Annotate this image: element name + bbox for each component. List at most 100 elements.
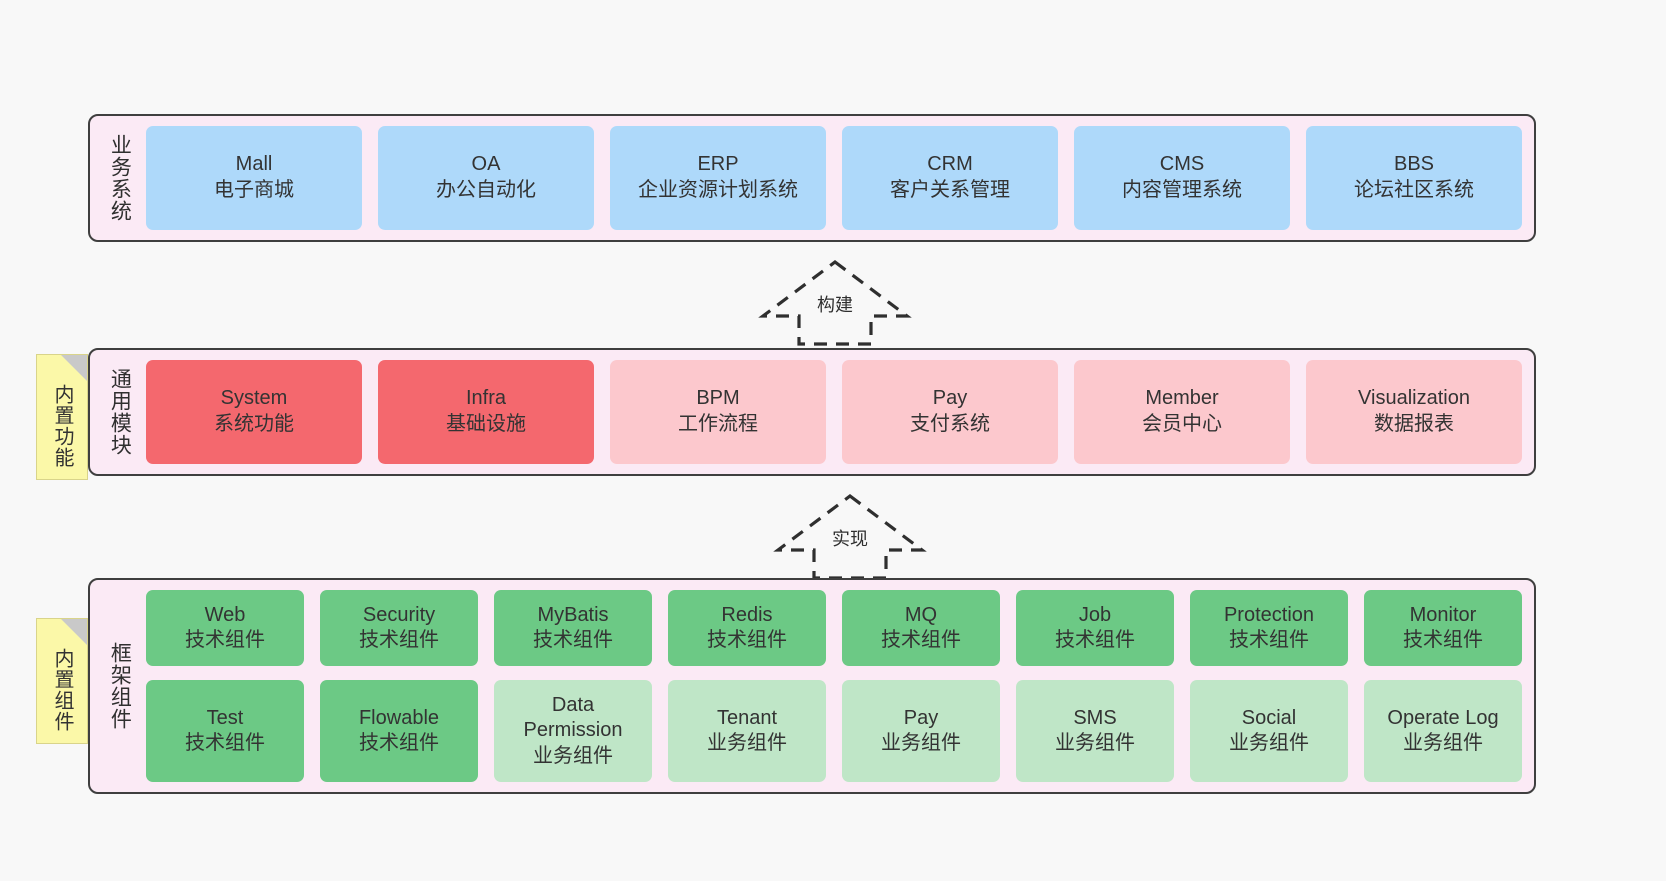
module-card-cms[interactable]: CMS 内容管理系统 [1074,126,1290,230]
component-type: 业务组件 [1055,732,1135,755]
module-name: BPM [696,387,740,410]
component-type: 业务组件 [533,744,613,767]
component-type: 技术组件 [881,629,961,652]
module-name: CMS [1159,153,1205,176]
dashed-up-arrow-icon [773,494,927,580]
component-name: Pay [903,706,939,729]
module-card-mall[interactable]: Mall 电子商城 [146,126,362,230]
sticky-note-label: 内置组件 [51,648,73,732]
module-desc: 工作流程 [678,413,758,435]
module-card-system[interactable]: System 系统功能 [146,360,362,464]
module-name: Mall [235,153,273,176]
component-card-web[interactable]: Web 技术组件 [146,590,304,667]
component-card-social[interactable]: Social 业务组件 [1190,680,1348,782]
component-name: Web [204,603,246,626]
module-desc: 论坛社区系统 [1354,179,1474,201]
module-name: Pay [932,387,968,410]
module-card-erp[interactable]: ERP 企业资源计划系统 [610,126,826,230]
module-desc: 客户关系管理 [890,179,1010,201]
layer-cells-business-system: Mall 电子商城 OA 办公自动化 ERP 企业资源计划系统 CRM 客户关系… [146,126,1522,230]
module-desc: 系统功能 [214,413,294,435]
component-type: 技术组件 [185,629,265,652]
component-type: 业务组件 [881,732,961,755]
component-card-data-permission[interactable]: Data Permission 业务组件 [494,680,652,782]
module-card-member[interactable]: Member 会员中心 [1074,360,1290,464]
layer-business-system: 业务系统 Mall 电子商城 OA 办公自动化 ERP 企业资源计划系统 CRM… [88,114,1536,242]
connector-implement-label: 实现 [832,529,868,549]
component-name: Redis [721,603,773,626]
module-name: BBS [1393,153,1435,176]
component-card-mq[interactable]: MQ 技术组件 [842,590,1000,667]
component-name: MyBatis [537,603,609,626]
layer-cells-common-module: System 系统功能 Infra 基础设施 BPM 工作流程 Pay 支付系统… [146,360,1522,464]
module-desc: 基础设施 [446,413,526,435]
layer-title-framework-component: 框架组件 [108,642,132,730]
component-name: Monitor [1409,603,1477,626]
module-name: ERP [697,153,739,176]
sticky-fold-corner-icon [61,619,87,645]
cell-row: Mall 电子商城 OA 办公自动化 ERP 企业资源计划系统 CRM 客户关系… [146,126,1522,230]
module-name: CRM [927,153,973,176]
module-card-crm[interactable]: CRM 客户关系管理 [842,126,1058,230]
component-type: 技术组件 [185,732,265,755]
module-card-oa[interactable]: OA 办公自动化 [378,126,594,230]
component-type: 技术组件 [1229,629,1309,652]
component-card-job[interactable]: Job 技术组件 [1016,590,1174,667]
module-desc: 会员中心 [1142,413,1222,435]
component-card-mybatis[interactable]: MyBatis 技术组件 [494,590,652,667]
component-card-sms[interactable]: SMS 业务组件 [1016,680,1174,782]
sticky-note-builtin-components: 内置组件 [36,618,88,744]
component-card-operate-log[interactable]: Operate Log 业务组件 [1364,680,1522,782]
cell-row: Web 技术组件 Security 技术组件 MyBatis 技术组件 Redi… [146,590,1522,667]
component-name: Test [206,706,244,729]
component-type: 技术组件 [1055,629,1135,652]
module-name: System [220,387,288,410]
module-card-infra[interactable]: Infra 基础设施 [378,360,594,464]
layer-title-common-module: 通用模块 [108,368,132,456]
component-type: 业务组件 [707,732,787,755]
module-name: OA [471,153,501,176]
component-name: SMS [1073,706,1117,729]
component-name: Protection [1223,603,1315,626]
module-name: Infra [465,387,507,410]
module-card-bbs[interactable]: BBS 论坛社区系统 [1306,126,1522,230]
component-card-redis[interactable]: Redis 技术组件 [668,590,826,667]
module-card-visualization[interactable]: Visualization 数据报表 [1306,360,1522,464]
connector-implement: 实现 [770,492,930,580]
connector-build-label: 构建 [817,295,853,315]
component-card-protection[interactable]: Protection 技术组件 [1190,590,1348,667]
component-name: Tenant [716,706,778,729]
component-type: 业务组件 [1229,732,1309,755]
cell-row: System 系统功能 Infra 基础设施 BPM 工作流程 Pay 支付系统… [146,360,1522,464]
component-type: 技术组件 [359,629,439,652]
component-name: Social [1241,706,1297,729]
component-card-flowable[interactable]: Flowable 技术组件 [320,680,478,782]
component-card-pay[interactable]: Pay 业务组件 [842,680,1000,782]
module-card-pay[interactable]: Pay 支付系统 [842,360,1058,464]
component-card-security[interactable]: Security 技术组件 [320,590,478,667]
component-name: Operate Log [1387,706,1499,729]
cell-row: Test 技术组件 Flowable 技术组件 Data Permission … [146,680,1522,782]
dashed-up-arrow-icon [758,260,912,346]
component-card-test[interactable]: Test 技术组件 [146,680,304,782]
layer-title-business-system: 业务系统 [108,134,132,222]
component-card-monitor[interactable]: Monitor 技术组件 [1364,590,1522,667]
module-desc: 办公自动化 [436,179,536,201]
component-type: 业务组件 [1403,732,1483,755]
module-name: Visualization [1358,387,1470,410]
connector-build: 构建 [755,258,915,346]
module-desc: 内容管理系统 [1122,179,1242,201]
module-desc: 电子商城 [214,179,294,201]
module-desc: 数据报表 [1374,413,1454,435]
component-name: Flowable [358,706,440,729]
module-name: Member [1145,387,1219,410]
component-type: 技术组件 [1403,629,1483,652]
component-type: 技术组件 [707,629,787,652]
module-desc: 支付系统 [910,413,990,435]
component-card-tenant[interactable]: Tenant 业务组件 [668,680,826,782]
sticky-note-label: 内置功能 [51,384,73,468]
component-name: Data Permission [523,693,623,742]
module-card-bpm[interactable]: BPM 工作流程 [610,360,826,464]
component-name: MQ [904,603,938,626]
